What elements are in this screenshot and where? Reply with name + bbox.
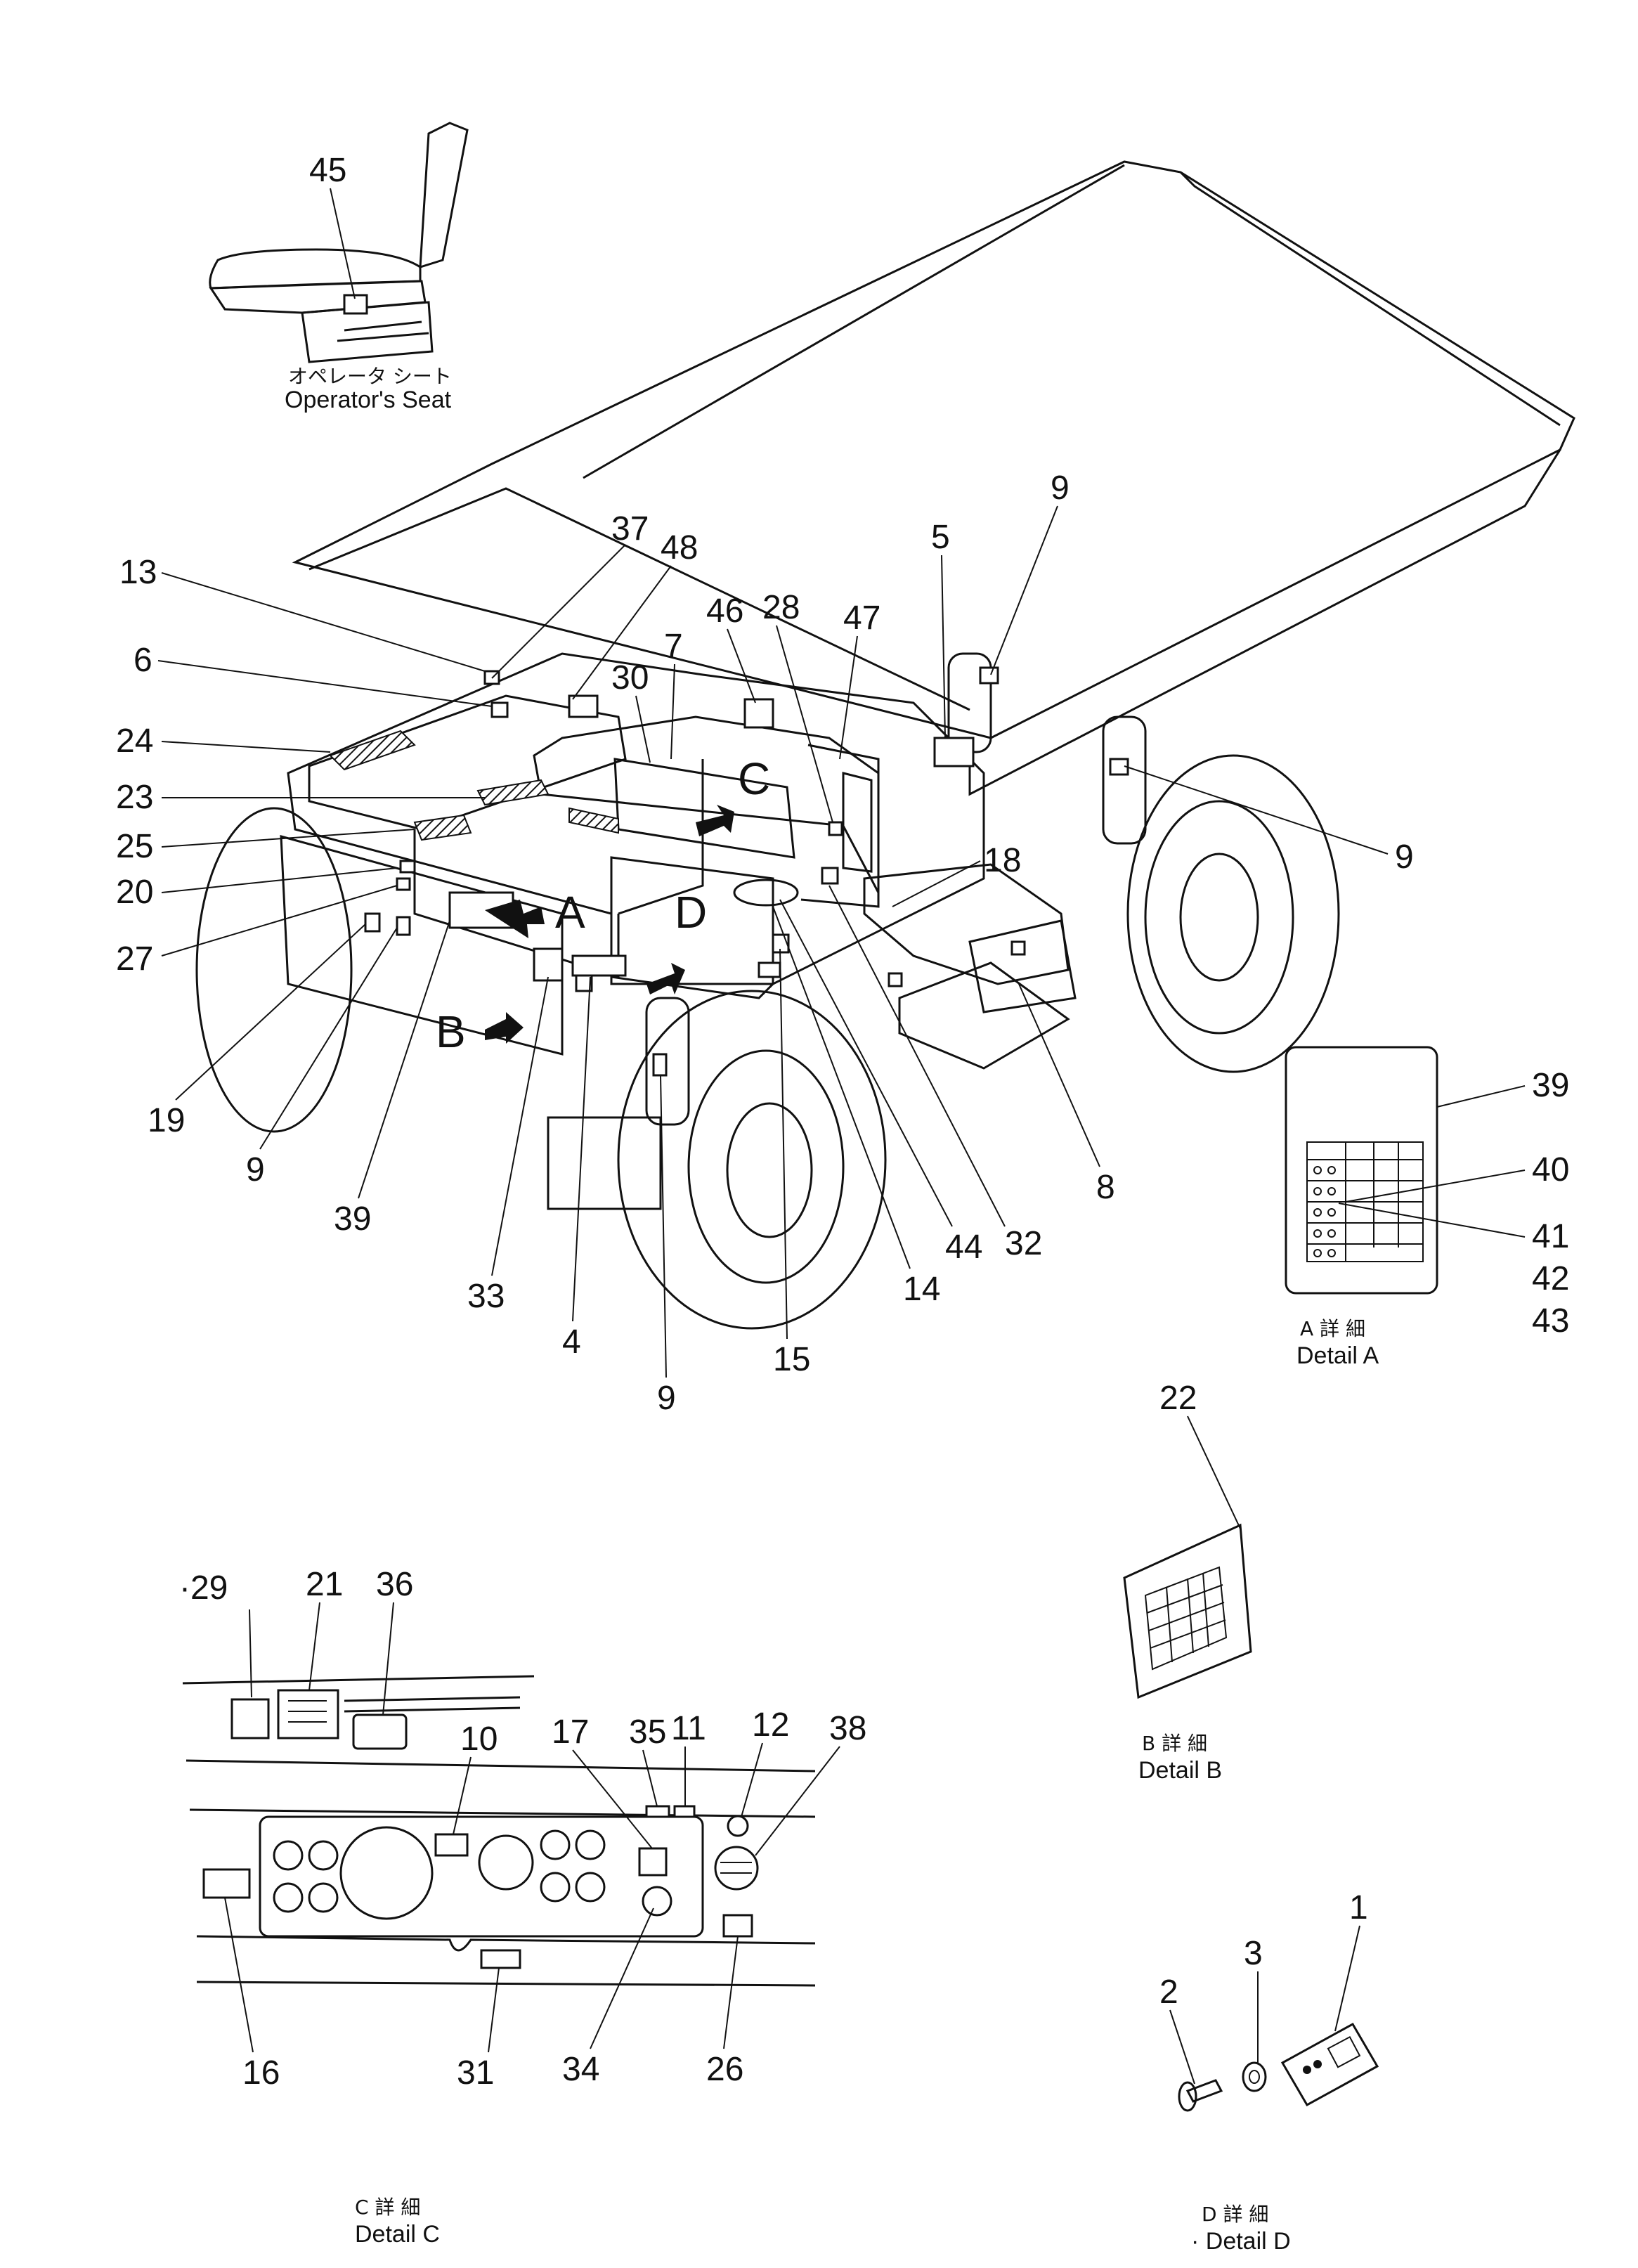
- callout-35: 35: [629, 1713, 666, 1751]
- callout-44: 44: [945, 1229, 982, 1266]
- callout-46: 46: [706, 592, 743, 630]
- view-letter-C: C: [738, 753, 770, 804]
- caption-detailD-jp: D 詳 細: [1202, 2203, 1268, 2226]
- callout-8: 8: [1096, 1169, 1115, 1206]
- caption-seat-jp: オペレータ シート: [288, 365, 452, 388]
- callout-23: 23: [116, 779, 153, 816]
- callout-10: 10: [460, 1721, 498, 1758]
- caption-detailA-en: Detail A: [1296, 1342, 1379, 1369]
- operator-seat-drawing: [209, 122, 469, 363]
- callout-1: 1: [1349, 1889, 1368, 1926]
- callout-15: 15: [773, 1341, 810, 1378]
- callout-39b: 39: [1532, 1067, 1569, 1104]
- callout-25: 25: [116, 828, 153, 865]
- callout-47: 47: [843, 600, 880, 637]
- view-letter-A: A: [555, 887, 585, 938]
- callout-17: 17: [552, 1713, 589, 1751]
- arrow-view-D: [646, 963, 685, 994]
- callout-28: 28: [762, 589, 800, 626]
- callout-39a: 39: [334, 1200, 371, 1238]
- callout-22: 22: [1159, 1380, 1197, 1417]
- callout-31: 31: [457, 2054, 494, 2092]
- callout-7: 7: [664, 628, 683, 665]
- caption-detailB-en: Detail B: [1138, 1757, 1222, 1784]
- callout-18: 18: [984, 842, 1021, 879]
- callout-5: 5: [931, 519, 950, 556]
- callout-9b: 9: [657, 1380, 676, 1417]
- callout-3: 3: [1244, 1935, 1263, 1972]
- caption-detailA-jp: A 詳 細: [1300, 1317, 1365, 1340]
- callout-37: 37: [611, 510, 649, 547]
- callout-24: 24: [116, 722, 153, 760]
- detail-D-parts: [1178, 2022, 1379, 2112]
- callout-27: 27: [116, 940, 153, 978]
- caption-detailC-en: Detail C: [355, 2221, 440, 2248]
- callout-34: 34: [562, 2051, 599, 2088]
- caption-detailD-en: · Detail D: [1191, 2228, 1291, 2255]
- callout-33: 33: [467, 1278, 505, 1315]
- callout-29: ·29: [179, 1569, 228, 1607]
- callout-42: 42: [1532, 1260, 1569, 1297]
- caption-seat-en: Operator's Seat: [285, 387, 452, 413]
- callout-6: 6: [134, 642, 152, 679]
- callout-12: 12: [752, 1706, 789, 1744]
- decal-25: [413, 814, 472, 841]
- callout-30: 30: [611, 659, 649, 696]
- callout-19: 19: [148, 1102, 185, 1139]
- callout-16: 16: [242, 2054, 280, 2092]
- callout-32: 32: [1005, 1225, 1042, 1262]
- callout-21: 21: [306, 1566, 343, 1603]
- arrow-view-B: [485, 1012, 524, 1044]
- callout-26: 26: [706, 2051, 743, 2088]
- callout-4: 4: [562, 1323, 581, 1361]
- view-letter-B: B: [436, 1006, 466, 1057]
- caption-detailB-jp: B 詳 細: [1142, 1732, 1207, 1755]
- detail-B-plate: [1123, 1523, 1252, 1699]
- callout-20: 20: [116, 874, 153, 911]
- callout-43: 43: [1532, 1302, 1569, 1340]
- callout-41: 41: [1532, 1218, 1569, 1255]
- decal-23: [476, 779, 550, 806]
- caption-detailC-jp: C 詳 細: [355, 2196, 420, 2219]
- decal-cab: [568, 807, 619, 834]
- view-letter-D: D: [675, 887, 707, 938]
- detail-C-dashboard: [182, 1675, 816, 1987]
- callout-2: 2: [1159, 1974, 1178, 2011]
- callout-13: 13: [119, 554, 157, 591]
- callout-48: 48: [661, 529, 698, 566]
- callout-45: 45: [309, 152, 346, 189]
- arrow-view-A: [485, 900, 545, 938]
- detail-A-plate: [1285, 1046, 1438, 1295]
- callout-38: 38: [829, 1710, 866, 1747]
- callout-14: 14: [903, 1271, 940, 1308]
- callout-11: 11: [671, 1710, 706, 1747]
- arrow-view-C: [696, 805, 734, 836]
- callout-9c: 9: [1395, 838, 1414, 876]
- dump-truck-drawing: [195, 160, 1575, 1330]
- decal-24: [329, 730, 416, 771]
- truck-callouts: 37 48 13 6 24 23 25 20 27 19 9 39 33 4 9…: [116, 469, 1414, 1417]
- callout-9d: 9: [1051, 469, 1070, 507]
- callout-9a: 9: [246, 1151, 265, 1188]
- callout-40: 40: [1532, 1151, 1569, 1188]
- leader-45: [330, 188, 356, 299]
- callout-36: 36: [376, 1566, 413, 1603]
